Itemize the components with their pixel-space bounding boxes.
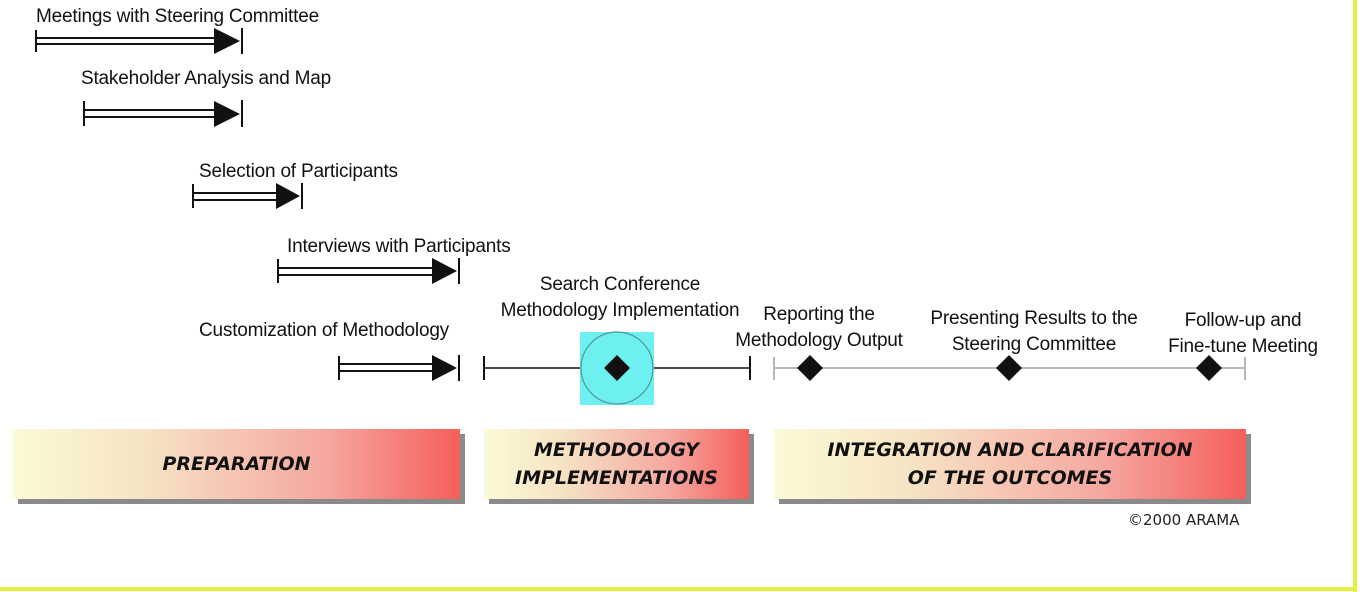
activity-label-interviews: Interviews with Participants (287, 236, 511, 257)
search-conference-line1: Search Conference (539, 274, 701, 295)
activity-bar-selection (192, 183, 303, 209)
search-conference-line2: Methodology Implementation (500, 300, 740, 321)
milestone-diamond-icon (604, 355, 630, 381)
phase-title-line2: IMPLEMENTATIONS (515, 467, 718, 489)
milestone-label-presenting: Presenting Results to the Steering Commi… (930, 306, 1137, 358)
activity-bar-customization (338, 355, 460, 381)
frame-border-bottom (0, 587, 1357, 591)
phase-title: PREPARATION (162, 453, 311, 475)
search-conference-span (483, 331, 751, 405)
highlight-circle (580, 331, 654, 405)
milestone-line1: Follow-up and (1184, 310, 1302, 331)
frame-border-right (1353, 0, 1357, 592)
phase-title-line2: OF THE OUTCOMES (907, 467, 1113, 489)
milestone-diamond-icon (797, 355, 823, 381)
milestone-diamond-icon (996, 355, 1022, 381)
milestone-label-reporting: Reporting the Methodology Output (735, 302, 903, 354)
arrowhead-icon (276, 183, 300, 209)
milestone-line2: Fine-tune Meeting (1168, 336, 1318, 357)
milestone-line1: Presenting Results to the (930, 308, 1138, 329)
phase-preparation: PREPARATION (13, 429, 460, 499)
activity-label-meetings: Meetings with Steering Committee (36, 6, 319, 27)
arrowhead-icon (432, 258, 457, 284)
arrowhead-icon (214, 28, 240, 54)
activity-bar-interviews (277, 258, 460, 284)
arrowhead-icon (214, 101, 240, 127)
search-conference-label: Search Conference Methodology Implementa… (501, 272, 740, 324)
phase-integration: INTEGRATION AND CLARIFICATION OF THE OUT… (774, 429, 1246, 499)
milestone-label-followup: Follow-up and Fine-tune Meeting (1168, 308, 1318, 360)
milestone-line1: Reporting the (763, 304, 875, 325)
activity-bar-stakeholder (83, 100, 243, 127)
activity-label-stakeholder: Stakeholder Analysis and Map (81, 68, 332, 89)
phase-title-line1: INTEGRATION AND CLARIFICATION (827, 439, 1193, 461)
copyright-notice: ©2000 ARAMA (1128, 511, 1240, 529)
phase-methodology: METHODOLOGY IMPLEMENTATIONS (484, 429, 749, 499)
integration-timeline (773, 355, 1246, 381)
milestone-line2: Methodology Output (735, 330, 903, 351)
activity-bar-meetings (35, 28, 243, 54)
arrowhead-icon (432, 355, 457, 381)
activity-label-customization: Customization of Methodology (199, 320, 449, 341)
phase-title-line1: METHODOLOGY (534, 439, 699, 461)
milestone-diamond-icon (1196, 355, 1222, 381)
activity-label-selection: Selection of Participants (199, 161, 398, 182)
milestone-line2: Steering Committee (951, 334, 1117, 355)
